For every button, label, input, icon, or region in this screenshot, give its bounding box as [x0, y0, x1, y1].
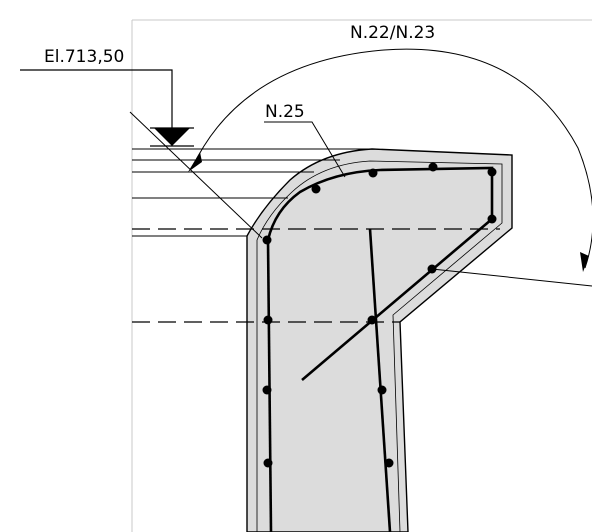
concrete-cover-line	[256, 160, 503, 532]
rebar-dot	[262, 385, 272, 395]
concrete-wall-section	[246, 148, 513, 532]
arc-arrowhead-right	[580, 252, 589, 272]
rebar-dot	[384, 458, 394, 468]
rebar-dot	[487, 214, 497, 224]
rebar-dot	[262, 235, 272, 245]
rebar-dot	[368, 168, 378, 178]
triangle-down-icon	[154, 128, 190, 146]
rebar-dot	[367, 315, 377, 325]
slope-reference-line	[129, 111, 263, 239]
rebar-vertical-left	[266, 239, 273, 532]
n22-n23-arc-leader	[191, 48, 592, 269]
water-level-lines	[132, 148, 372, 237]
n22-n23-label: N.22/N.23	[350, 23, 435, 43]
diagonal-bar-leader	[431, 268, 592, 287]
elevation-leader	[20, 69, 173, 128]
n25-label: N.25	[265, 102, 305, 122]
arc-arrowhead-left	[188, 152, 202, 172]
rebar-dot	[263, 315, 273, 325]
rebar-vertical-right	[368, 228, 392, 532]
n25-leader	[264, 121, 346, 178]
rebar-dot	[428, 162, 438, 172]
rebar-dot	[487, 167, 497, 177]
elevation-label: El.713,50	[44, 47, 124, 67]
rebar-dot	[263, 458, 273, 468]
rebar-dot	[377, 385, 387, 395]
rebar-dots	[262, 162, 497, 468]
rebar-dot	[311, 184, 321, 194]
rebar-diagonal	[301, 218, 493, 381]
